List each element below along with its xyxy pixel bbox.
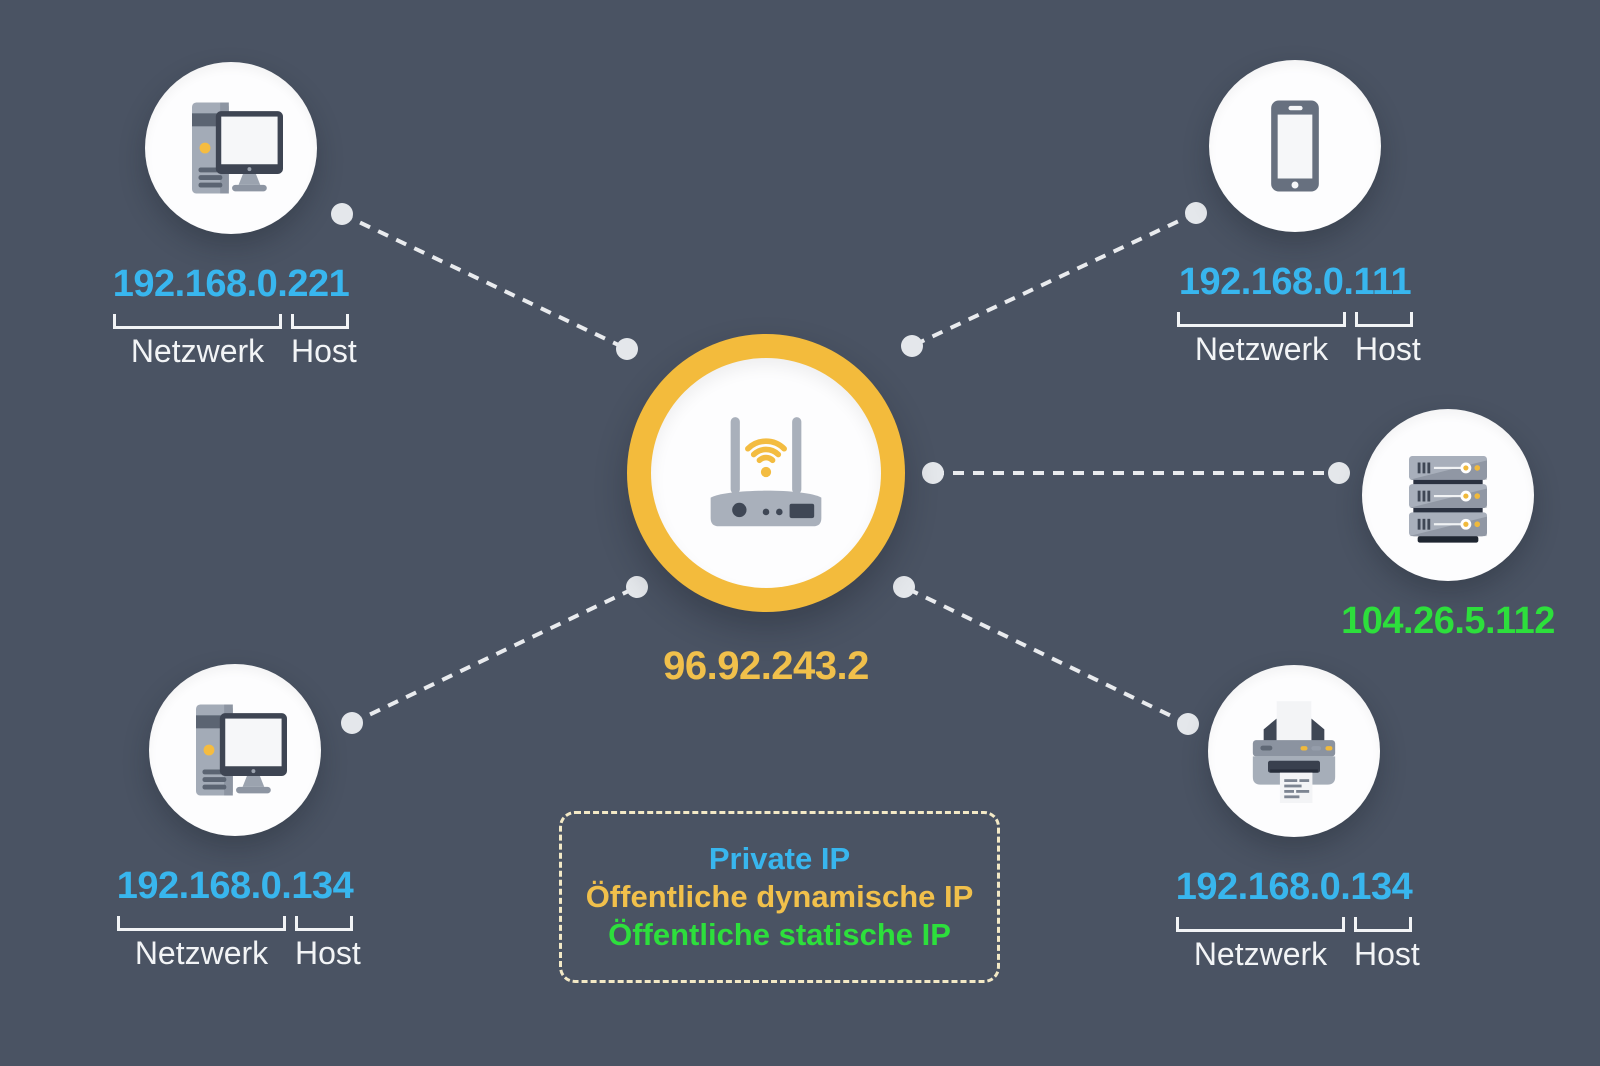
smartphone-icon <box>1271 100 1319 192</box>
legend-box: Private IP Öffentliche dynamische IP Öff… <box>559 811 1000 983</box>
connector-dot <box>331 203 353 225</box>
host-bracket <box>295 915 353 931</box>
legend-private-ip: Private IP <box>708 841 851 876</box>
router-ring <box>627 334 905 612</box>
connector-dot <box>616 338 638 360</box>
device-desktop-bottom-left: 192.168.0.134 Netzwerk Host <box>85 664 385 971</box>
connector-dot <box>1185 202 1207 224</box>
legend-public-dynamic-ip: Öffentliche dynamische IP <box>585 879 974 914</box>
host-label: Host <box>1355 330 1421 367</box>
connector-line-bottom-right <box>903 585 1189 726</box>
network-label: Netzwerk <box>1194 330 1329 367</box>
device-circle <box>1209 60 1381 232</box>
connector-line-top-left <box>341 212 628 351</box>
router-node: 96.92.243.2 <box>627 334 905 689</box>
desktop-computer-icon <box>192 102 283 194</box>
network-bracket <box>1177 311 1346 327</box>
bracket-labels: Netzwerk Host <box>117 934 361 971</box>
connector-dot <box>626 576 648 598</box>
connector-dot <box>1177 713 1199 735</box>
network-bracket <box>113 313 282 329</box>
desktop-computer-icon <box>196 704 287 796</box>
connector-dot <box>893 576 915 598</box>
connector-dot <box>922 462 944 484</box>
ip-address: 192.168.0.111 <box>1178 261 1412 303</box>
connector-line-bottom-left <box>351 585 638 725</box>
device-circle <box>149 664 321 836</box>
wifi-router-icon <box>710 417 822 527</box>
ip-address: 104.26.5.112 <box>1341 600 1555 642</box>
bracket-labels: Netzwerk Host <box>113 332 357 369</box>
device-smartphone: 192.168.0.111 Netzwerk Host <box>1145 60 1445 367</box>
network-bracket <box>117 915 286 931</box>
connector-dot <box>341 712 363 734</box>
netzwerk-host-bracket <box>1176 916 1412 932</box>
host-bracket <box>291 313 349 329</box>
router-ip-address: 96.92.243.2 <box>663 644 869 688</box>
connector-dot <box>1328 462 1350 484</box>
host-bracket <box>1355 311 1413 327</box>
host-label: Host <box>1354 935 1420 972</box>
network-bracket <box>1176 916 1345 932</box>
device-circle <box>1362 409 1534 581</box>
legend-public-static-ip: Öffentliche statische IP <box>608 917 951 952</box>
device-circle <box>145 62 317 234</box>
server-rack-icon <box>1409 456 1487 543</box>
netzwerk-host-bracket <box>117 915 353 931</box>
connector-line-top-right <box>911 211 1197 348</box>
host-label: Host <box>291 332 357 369</box>
ip-address: 192.168.0.221 <box>112 263 350 305</box>
network-label: Netzwerk <box>1193 935 1328 972</box>
device-server: 104.26.5.112 <box>1298 409 1598 645</box>
device-desktop-top-left: 192.168.0.221 Netzwerk Host <box>81 62 381 369</box>
router-circle <box>651 358 881 588</box>
host-bracket <box>1354 916 1412 932</box>
bracket-labels: Netzwerk Host <box>1177 330 1421 367</box>
device-printer: 192.168.0.134 Netzwerk Host <box>1144 665 1444 972</box>
connector-dot <box>901 335 923 357</box>
network-label: Netzwerk <box>130 332 265 369</box>
ip-address: 192.168.0.134 <box>116 865 354 907</box>
network-label: Netzwerk <box>134 934 269 971</box>
device-circle <box>1208 665 1380 837</box>
netzwerk-host-bracket <box>113 313 349 329</box>
bracket-labels: Netzwerk Host <box>1176 935 1420 972</box>
netzwerk-host-bracket <box>1177 311 1413 327</box>
printer-icon <box>1252 701 1336 803</box>
ip-address: 192.168.0.134 <box>1175 866 1413 908</box>
host-label: Host <box>295 934 361 971</box>
